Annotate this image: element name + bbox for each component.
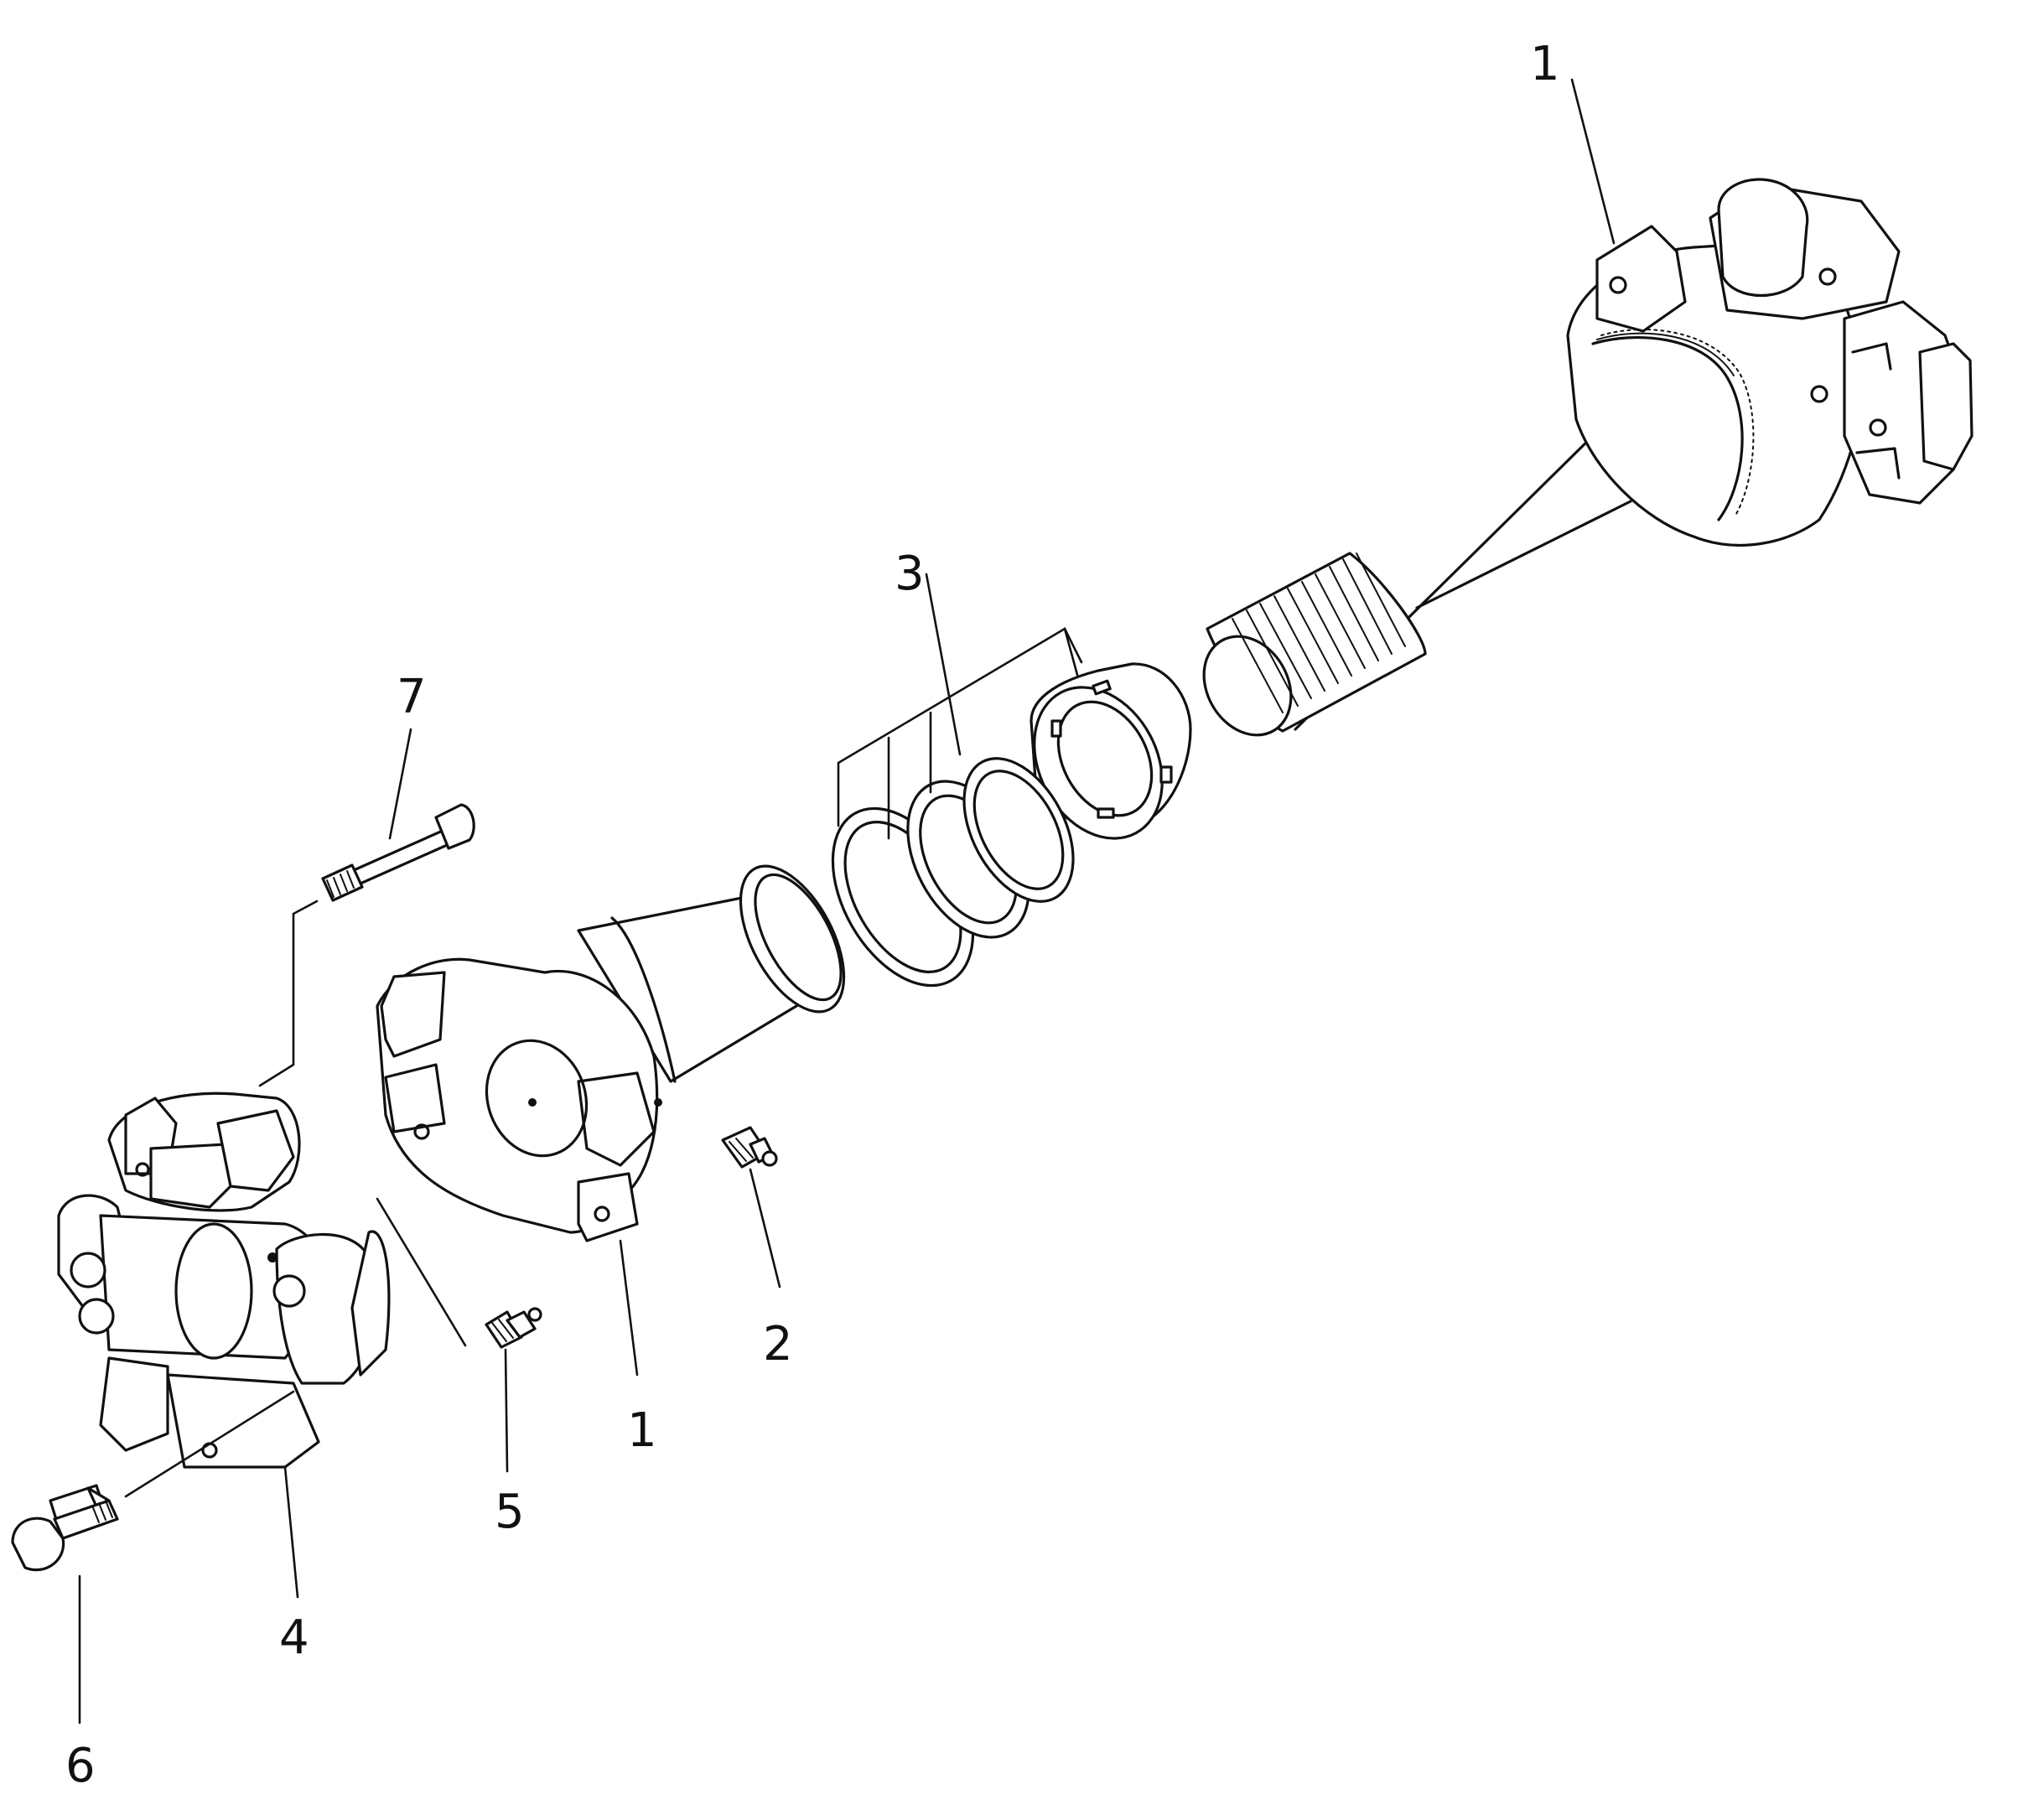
leader-bolt-lower	[124, 1390, 295, 1498]
washer-3	[962, 757, 1075, 903]
bolt-upper	[321, 803, 475, 902]
callout-labels: 1 3 7 2 1 5 4 6	[65, 37, 1560, 1793]
leader-1-centre	[619, 1239, 639, 1377]
leader-5	[504, 1348, 509, 1473]
callout-3: 3	[895, 547, 925, 601]
callout-5: 5	[495, 1485, 525, 1539]
leader-2	[749, 1168, 781, 1289]
leader-4	[283, 1465, 299, 1599]
dust-boot	[1030, 662, 1192, 840]
leader-7	[388, 728, 412, 840]
leader-1-top	[1570, 78, 1616, 245]
callout-4: 4	[279, 1610, 309, 1665]
callout-7: 7	[397, 670, 427, 724]
slip-yoke-sleeve	[376, 864, 846, 1242]
grease-nipple-sleeve	[721, 1126, 778, 1169]
splined-end	[1202, 552, 1427, 737]
bolt-lower	[11, 1484, 119, 1572]
callout-1-top: 1	[1530, 37, 1560, 91]
leader-spider-upper	[258, 900, 319, 1087]
seal-kit	[831, 573, 1192, 988]
tube-yoke-assembly	[1202, 178, 1974, 737]
spider-kit	[57, 1091, 391, 1469]
leader-spider-nipple	[376, 1197, 467, 1347]
callout-6: 6	[65, 1739, 96, 1793]
callout-1-centre: 1	[627, 1403, 657, 1458]
callout-2: 2	[763, 1317, 793, 1371]
grease-nipple-spider	[485, 1307, 542, 1349]
yoke-end-top	[1566, 178, 1974, 547]
leader-lines	[78, 78, 1616, 1724]
seal-kit-bracket	[837, 627, 1079, 827]
